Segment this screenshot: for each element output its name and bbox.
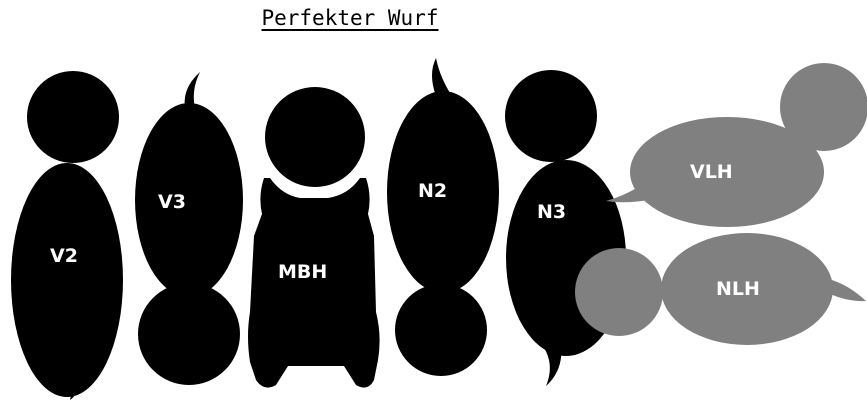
- mbh-head: [265, 87, 365, 187]
- n3-tail: [540, 338, 562, 386]
- figure-nlh: NLH: [575, 233, 866, 345]
- figure-mbh: MBH: [248, 87, 380, 388]
- vlh-head: [780, 63, 867, 151]
- v2-head: [27, 71, 119, 163]
- nlh-body: [661, 233, 833, 345]
- diagram-title: Perfekter Wurf: [261, 6, 439, 30]
- v3-tail: [184, 72, 200, 112]
- figure-v3: V3: [135, 72, 243, 385]
- n2-label: N2: [418, 180, 447, 202]
- v3-head: [138, 283, 240, 385]
- figure-v2: V2: [11, 71, 123, 400]
- nlh-head: [575, 248, 663, 336]
- n3-head: [505, 70, 597, 162]
- mbh-body: [248, 178, 380, 388]
- v2-body: [11, 163, 123, 397]
- vlh-label: VLH: [690, 161, 733, 183]
- mbh-label: MBH: [278, 261, 327, 283]
- v2-label: V2: [50, 245, 78, 267]
- n2-head: [395, 284, 487, 376]
- n2-tail: [432, 58, 452, 96]
- n3-label: N3: [537, 201, 566, 223]
- figure-n2: N2: [387, 58, 499, 376]
- n2-body: [387, 91, 499, 293]
- nlh-label: NLH: [716, 278, 760, 300]
- v2-tail: [60, 372, 78, 400]
- v3-label: V3: [158, 191, 186, 213]
- vlh-tail: [606, 186, 648, 203]
- nlh-tail: [826, 280, 866, 302]
- figure-n3: N3: [505, 70, 626, 386]
- vlh-body: [630, 117, 824, 227]
- v3-body: [135, 103, 243, 297]
- figure-vlh: VLH: [606, 63, 867, 227]
